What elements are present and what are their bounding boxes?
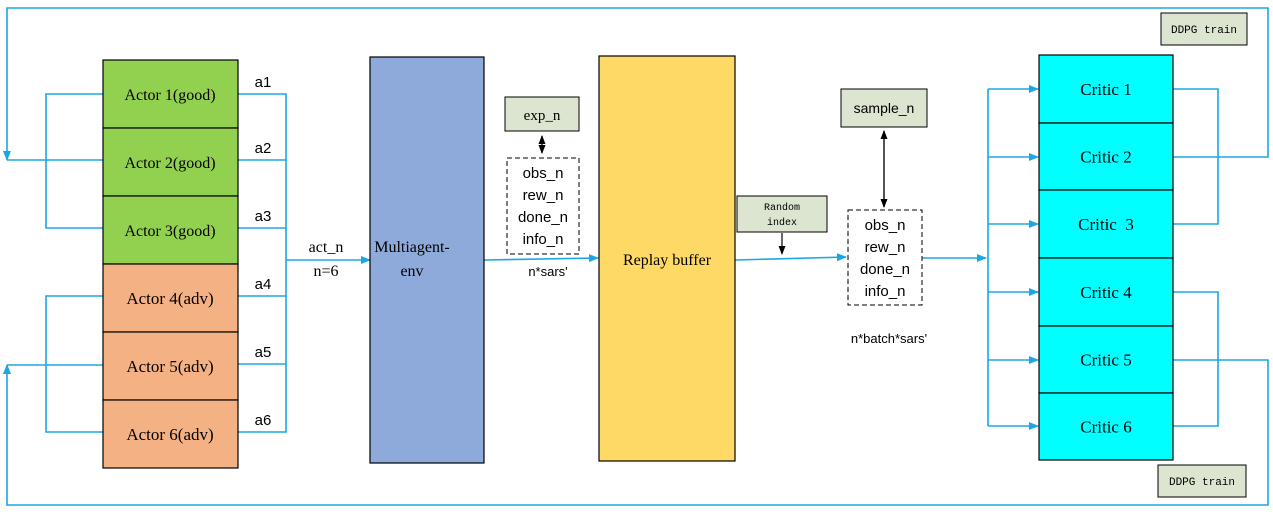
exp-n-label: exp_n (524, 108, 561, 124)
action-label-4: a4 (255, 276, 272, 293)
env-label-line2: env (400, 263, 423, 280)
ddpg-train-top-box (1160, 12, 1248, 46)
action-label-5: a5 (255, 344, 272, 361)
random-index-line2: index (767, 217, 797, 229)
actor-box-5 (102, 331, 239, 401)
ddpg-train-bottom-label: DDPG train (1169, 477, 1235, 489)
batch-fields: obs_n rew_n done_n info_n (860, 217, 910, 300)
action-label-6: a6 (255, 412, 272, 429)
act-n-label: act_n (309, 239, 344, 256)
critic-box-6 (1038, 392, 1174, 461)
env-output-label: n*sars' (528, 264, 567, 279)
transition-field-1: obs_n (523, 165, 564, 182)
ddpg-train-top-label: DDPG train (1171, 25, 1237, 37)
multiagent-env-box (369, 56, 485, 464)
ddpg-train-bottom-box (1157, 464, 1247, 498)
act-n-count: n=6 (313, 263, 338, 280)
action-label-3: a3 (255, 208, 272, 225)
actor-label-3: Actor 3(good) (124, 223, 215, 240)
critic-box-4 (1038, 257, 1174, 327)
batch-output-label: n*batch*sars' (851, 331, 927, 346)
critic-box-5 (1038, 325, 1174, 394)
actor-box-2 (102, 127, 239, 197)
exp-n-box (504, 96, 580, 132)
random-index-box (736, 195, 828, 233)
actor-label-5: Actor 5(adv) (126, 357, 213, 376)
env-to-buffer-arrow (483, 254, 599, 263)
replay-buffer-box (598, 55, 736, 462)
transition-fields: obs_n rew_n done_n info_n (518, 165, 568, 248)
transition-field-3: done_n (518, 209, 568, 226)
action-bus (238, 93, 287, 433)
actor-label-6: Actor 6(adv) (126, 425, 213, 444)
transition-box (506, 157, 580, 255)
actor-label-2: Actor 2(good) (124, 155, 215, 172)
random-index-line1: Random (764, 202, 800, 214)
adv-critics-right-bracket (1173, 291, 1219, 427)
critic-label-1: Critic 1 (1080, 80, 1131, 99)
batch-field-1: obs_n (865, 217, 906, 234)
critic-label-6: Critic 6 (1080, 418, 1131, 437)
critic-label-2: Critic 2 (1080, 148, 1131, 167)
batch-box (847, 209, 923, 306)
critic-label-3: Critic 3 (1078, 215, 1134, 234)
sample-n-box (840, 88, 928, 128)
transition-field-2: rew_n (523, 187, 564, 204)
action-label-1: a1 (255, 74, 272, 91)
critic-box-3 (1038, 189, 1174, 259)
bottom-feedback-arrow (2, 359, 1269, 506)
actor-box-1 (102, 59, 239, 129)
critic-label-5: Critic 5 (1080, 351, 1131, 370)
good-critics-right-bracket (1173, 88, 1219, 225)
critic-label-4: Critic 4 (1080, 283, 1132, 302)
action-label-2: a2 (255, 140, 272, 157)
batch-field-2: rew_n (865, 239, 906, 256)
action-labels: a1 a2 a3 a4 a5 a6 (255, 74, 272, 429)
critic-box-1 (1038, 54, 1174, 124)
actor-label-1: Actor 1(good) (124, 87, 215, 104)
critic-stack: Critic 1 Critic 2 Critic 3 Critic 4 Critic 5… (1038, 54, 1174, 461)
connector-lines (2, 7, 1269, 506)
actor-box-6 (102, 399, 239, 469)
top-feedback-arrow (3, 7, 1269, 161)
good-actors-left-bracket (45, 93, 103, 229)
batch-field-3: done_n (860, 261, 910, 278)
replay-buffer-label: Replay buffer (623, 252, 712, 269)
transition-field-4: info_n (523, 231, 564, 248)
actor-box-4 (102, 263, 239, 333)
actor-stack: Actor 1(good) Actor 2(good) Actor 3(good) A… (102, 59, 239, 469)
batch-field-4: info_n (865, 283, 906, 300)
actor-label-4: Actor 4(adv) (126, 289, 213, 308)
critic-box-2 (1038, 122, 1174, 191)
sample-n-label: sample_n (854, 100, 915, 116)
env-label-line1: Multiagent- (374, 239, 450, 256)
actor-box-3 (102, 195, 239, 265)
adv-actors-left-bracket (45, 295, 103, 433)
buffer-to-batch-arrow (734, 253, 847, 262)
